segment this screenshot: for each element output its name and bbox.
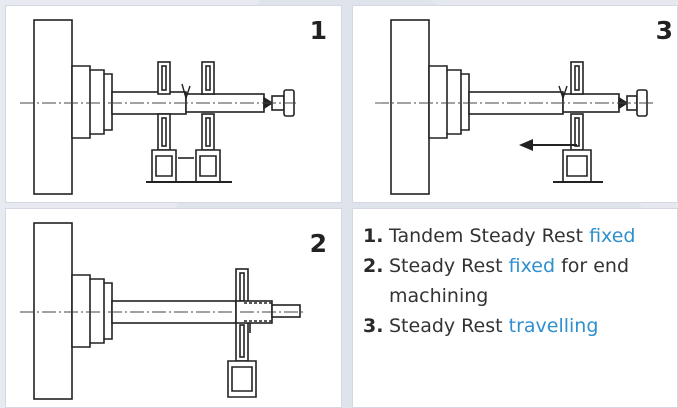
legend-text: Tandem Steady Rest — [389, 225, 584, 247]
travelling-steady-rest-diagram — [375, 19, 653, 195]
arrow-left-icon — [519, 139, 577, 151]
legend-highlight: fixed — [589, 225, 636, 247]
legend-index: 3. — [363, 315, 384, 337]
legend-index: 2. — [363, 255, 384, 277]
figure-3-panel: 3 — [352, 5, 678, 203]
legend-highlight: travelling — [508, 315, 599, 337]
legend-item-1: 1. Tandem Steady Rest fixed — [363, 221, 668, 251]
figure-2-number: 2 — [309, 229, 327, 258]
figure-2-panel: 2 — [5, 208, 342, 408]
end-machining-steady-rest-diagram — [20, 222, 306, 400]
legend-item-2: 2. Steady Rest fixed for end machining — [363, 251, 668, 311]
legend-text: Steady Rest — [389, 255, 503, 277]
figure-1-panel: 1 — [5, 5, 342, 203]
legend-highlight: fixed — [508, 255, 556, 277]
tandem-steady-rest-diagram — [20, 19, 296, 195]
legend-item-3: 3. Steady Rest travelling — [363, 311, 668, 341]
figure-1-number: 1 — [309, 16, 327, 45]
legend-text: Steady Rest — [389, 315, 503, 337]
legend-suffix: for end machining — [389, 255, 630, 307]
legend-list: 1. Tandem Steady Rest fixed 2. Steady Re… — [363, 221, 668, 341]
legend-index: 1. — [363, 225, 384, 247]
legend-panel: 1. Tandem Steady Rest fixed 2. Steady Re… — [352, 208, 678, 408]
figure-3-number: 3 — [655, 16, 673, 45]
